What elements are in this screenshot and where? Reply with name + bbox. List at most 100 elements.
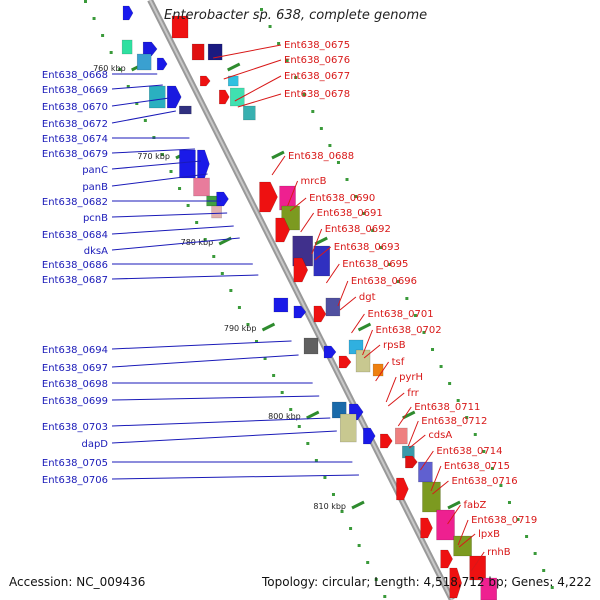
right-leader-line	[457, 519, 469, 546]
left-gene-label: Ent638_0668	[42, 70, 108, 81]
topology-text: Topology: circular; Length: 4,518,712 bp…	[262, 575, 592, 589]
right-gene-label: Ent638_0715	[444, 461, 510, 472]
tick-dot	[473, 433, 477, 436]
right-gene-label: lpxB	[478, 529, 500, 540]
right-gene-label: Ent638_0691	[317, 208, 383, 219]
gene-feature-arrow	[338, 355, 352, 369]
gene-feature-arrow	[405, 455, 418, 469]
gene-feature-arrow	[156, 57, 168, 71]
left-leader-line	[111, 97, 170, 107]
left-gene-label: Ent638_0703	[42, 422, 108, 433]
right-leader-line	[351, 313, 365, 334]
tick-dot	[126, 85, 130, 88]
gene-feature-arrow	[216, 191, 229, 207]
gene-feature-block	[136, 53, 152, 71]
left-leader-line	[111, 160, 202, 170]
right-leader-line	[289, 197, 307, 212]
right-gene-label: Ent638_0719	[471, 515, 537, 526]
right-leader-line	[311, 228, 323, 255]
left-leader-line	[111, 354, 299, 368]
gene-feature-block	[179, 149, 196, 179]
tick-dot	[101, 34, 105, 37]
gene-feature-block	[193, 177, 210, 197]
right-leader-line	[339, 296, 357, 311]
left-gene-label: Ent638_0674	[42, 134, 108, 145]
left-gene-label: Ent638_0686	[42, 260, 108, 271]
left-leader-line	[111, 430, 337, 444]
gene-feature-arrow	[323, 345, 337, 359]
right-gene-label: Ent638_0690	[309, 193, 375, 204]
gene-labels: Ent638_0668Ent638_0669Ent638_0670Ent638_…	[42, 40, 537, 558]
right-gene-label: pyrH	[399, 372, 423, 383]
right-leader-line	[325, 263, 340, 284]
right-leader-line	[223, 59, 282, 80]
left-leader-line	[111, 110, 176, 124]
gene-feature-block	[372, 363, 384, 377]
accession-text: Accession: NC_009436	[9, 575, 146, 589]
tick-dot	[260, 8, 263, 11]
right-gene-label: Ent638_0676	[284, 55, 350, 66]
right-leader-line	[363, 344, 381, 359]
tick-dot	[277, 42, 281, 45]
kbp-tick-mark	[271, 150, 285, 160]
kbp-tick-mark	[306, 410, 320, 420]
gene-feature-arrow	[142, 41, 158, 57]
right-leader-line	[470, 551, 485, 572]
gene-feature-arrow	[122, 5, 134, 21]
tick-dot	[302, 93, 306, 96]
tick-dot	[306, 442, 310, 445]
right-leader-line	[237, 93, 282, 108]
tick-dot	[297, 425, 301, 428]
right-gene-label: dgt	[359, 292, 376, 303]
right-gene-label: Ent638_0696	[351, 276, 417, 287]
right-gene-label: Ent638_0712	[421, 416, 487, 427]
right-leader-line	[385, 376, 397, 403]
right-gene-label: Ent638_0701	[367, 309, 433, 320]
right-gene-label: Ent638_0695	[342, 259, 408, 270]
right-gene-label: Ent638_0688	[288, 151, 354, 162]
left-gene-label: pcnB	[83, 213, 108, 224]
gene-feature-block	[273, 297, 289, 313]
gene-feature-arrow	[275, 217, 290, 243]
gene-feature-arrow	[293, 305, 307, 319]
tick-dot	[439, 365, 443, 368]
label-leaders	[111, 44, 485, 572]
left-leader-line	[111, 274, 259, 280]
tick-dot	[323, 476, 327, 479]
left-gene-label: Ent638_0684	[42, 230, 108, 241]
left-leader-line	[111, 340, 292, 350]
tick-dot	[405, 297, 409, 300]
gene-feature-arrow	[259, 181, 278, 213]
tick-dot	[314, 459, 318, 462]
tick-dot	[92, 17, 96, 20]
left-gene-label: Ent638_0694	[42, 345, 108, 356]
tick-dot	[379, 246, 383, 249]
gene-feature-block	[436, 509, 455, 541]
left-leader-line	[111, 212, 228, 218]
tick-dot	[84, 0, 87, 3]
tick-dot	[186, 204, 190, 207]
tick-dot	[109, 51, 113, 54]
tick-dot	[255, 340, 259, 343]
left-gene-label: Ent638_0699	[42, 396, 108, 407]
right-leader-line	[419, 450, 434, 471]
tick-dot	[340, 510, 344, 513]
kbp-tick-mark	[261, 322, 276, 332]
tick-dot	[465, 416, 469, 419]
right-leader-line	[407, 420, 419, 447]
right-leader-line	[300, 212, 315, 233]
gene-feature-block	[395, 427, 408, 445]
right-gene-label: cdsA	[428, 430, 452, 441]
genome-title: Enterobacter sp. 638, complete genome	[164, 8, 428, 23]
gene-feature-block	[211, 205, 222, 219]
gene-feature-block	[207, 43, 223, 61]
right-leader-line	[234, 75, 282, 102]
gene-feature-block	[121, 39, 133, 55]
gene-feature-block	[325, 297, 341, 317]
tick-dot	[328, 144, 332, 147]
tick-dot	[542, 569, 546, 572]
gene-feature-block	[313, 245, 330, 277]
tick-dot	[448, 382, 452, 385]
tick-dot	[525, 535, 529, 538]
tick-dot	[422, 331, 426, 334]
